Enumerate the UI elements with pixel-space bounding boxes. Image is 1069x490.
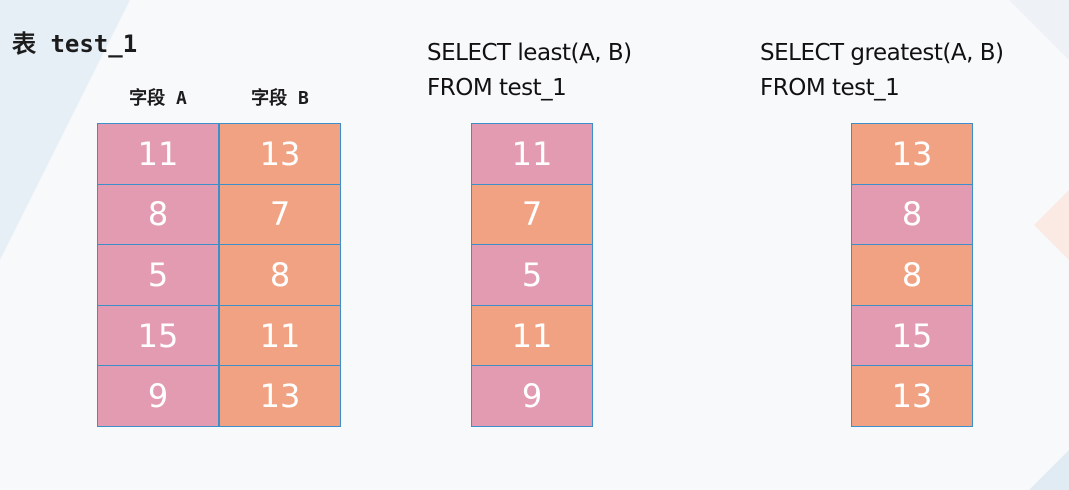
table-cell: 13 [219,365,341,427]
least-query-line1: SELECT least(A, B) [427,40,632,66]
result-cell: 13 [851,365,973,427]
table-cell: 5 [97,244,219,306]
table-cell: 7 [219,183,341,246]
result-cell: 9 [471,365,593,427]
least-result-column: 11 7 5 11 9 [471,123,593,427]
result-cell: 11 [471,123,593,185]
source-column-a: 11 8 5 15 9 [97,123,219,427]
result-cell: 8 [851,244,973,306]
table-cell: 15 [97,304,219,367]
source-column-b: 13 7 8 11 13 [219,123,341,427]
result-cell: 7 [471,183,593,246]
table-cell: 9 [97,365,219,427]
table-title: 表 test_1 [12,30,138,58]
table-cell: 8 [219,244,341,306]
result-cell: 15 [851,304,973,367]
background-decoration-top-right [1009,0,1069,60]
result-cell: 13 [851,123,973,185]
result-cell: 8 [851,183,973,246]
background-decoration-right [1034,190,1069,260]
background-decoration-bottom-right [1029,450,1069,490]
table-cell: 8 [97,183,219,246]
table-cell: 11 [219,304,341,367]
least-query-line2: FROM test_1 [427,75,567,101]
result-cell: 5 [471,244,593,306]
least-query: SELECT least(A, B) FROM test_1 [427,36,632,106]
result-cell: 11 [471,304,593,367]
greatest-query-line2: FROM test_1 [760,75,900,101]
table-cell: 13 [219,123,341,185]
greatest-query-line1: SELECT greatest(A, B) [760,40,1004,66]
greatest-query: SELECT greatest(A, B) FROM test_1 [760,36,1004,106]
column-header-b: 字段 B [251,88,309,109]
column-header-a: 字段 A [129,88,187,109]
table-cell: 11 [97,123,219,185]
greatest-result-column: 13 8 8 15 13 [851,123,973,427]
